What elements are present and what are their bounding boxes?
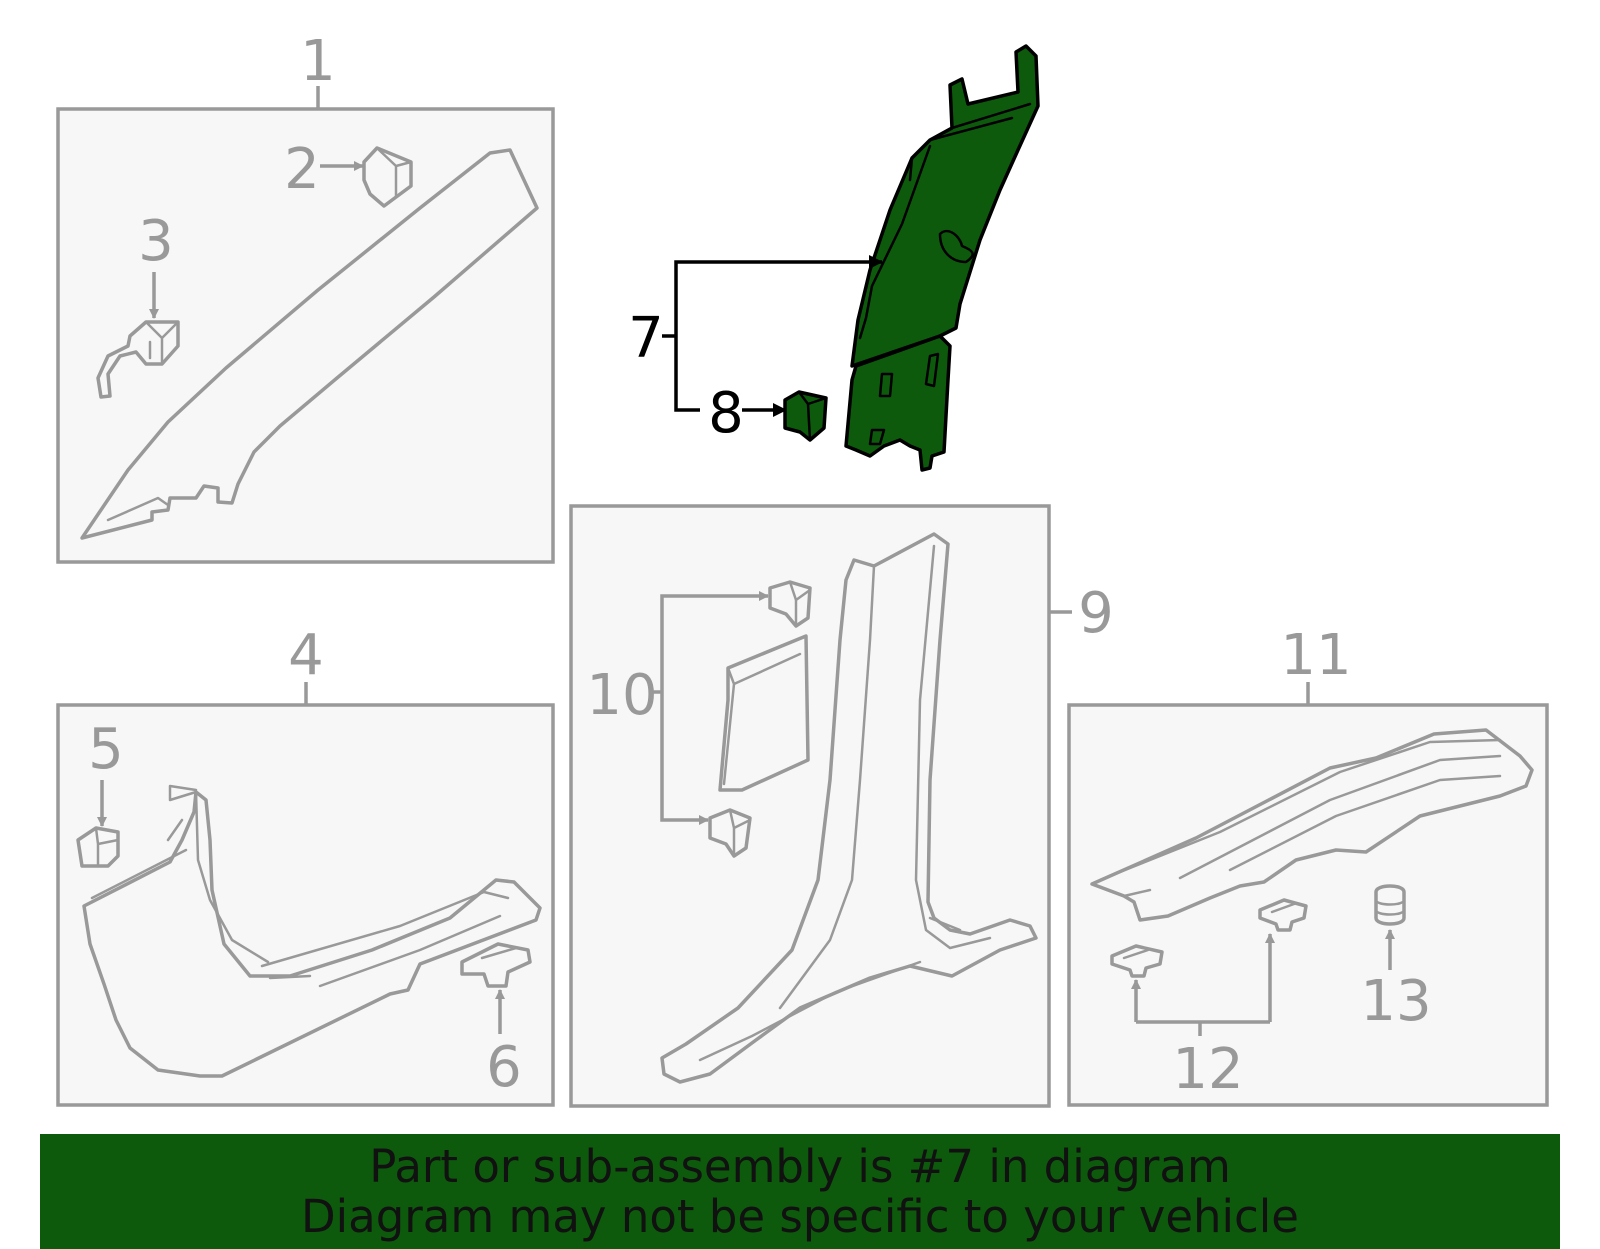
- callout-8: 8: [708, 381, 744, 446]
- group-1-a-pillar-trim: 1 2 3: [56, 29, 555, 564]
- handle-3-edge: [144, 320, 180, 366]
- leader-10-lower: [660, 692, 709, 825]
- a-pillar-edge: [106, 496, 170, 522]
- trim-panel-10: [718, 634, 810, 792]
- sill-plate-edge: [1098, 738, 1502, 898]
- leader-12-bar: [1136, 1020, 1270, 1036]
- callout-6: 6: [486, 1035, 522, 1100]
- group-7-b-pillar-trim: 7 8: [628, 44, 1040, 472]
- clip-12b: [1258, 898, 1308, 932]
- handle-3: [96, 320, 180, 399]
- a-pillar-trim: [80, 148, 539, 540]
- plug-13-edge: [1374, 898, 1406, 916]
- clip-10b: [708, 808, 752, 858]
- callout-1: 1: [300, 29, 336, 94]
- callout-3: 3: [138, 209, 174, 274]
- disclaimer-banner: Part or sub-assembly is #7 in diagram Di…: [40, 1134, 1560, 1249]
- clip-2-edge: [375, 146, 413, 198]
- clip-10a: [768, 580, 812, 628]
- group-4-front-sill-trim: 4 5 6: [56, 623, 555, 1107]
- b-pillar-edge: [858, 102, 1032, 340]
- callout-13: 13: [1360, 969, 1431, 1034]
- clip-12b-edge: [1270, 902, 1296, 914]
- group-11-rear-sill-plate: 11 12 13: [1067, 623, 1549, 1107]
- b-pillar-upper-trim: [850, 44, 1040, 368]
- callout-12: 12: [1172, 1037, 1243, 1102]
- callout-5: 5: [88, 717, 124, 782]
- clip-10a-edge: [788, 580, 812, 628]
- callout-2: 2: [284, 137, 320, 202]
- callout-7: 7: [628, 306, 664, 371]
- clip-12a-edge: [1122, 948, 1150, 960]
- clip-8: [783, 390, 828, 442]
- kick-panel-edge: [90, 784, 510, 988]
- clip-5-edge: [94, 826, 120, 868]
- center-pillar-edge: [698, 544, 992, 1062]
- callout-10: 10: [586, 663, 657, 728]
- clip-6: [460, 942, 532, 988]
- leader-7-upper: [674, 255, 883, 336]
- group-9-center-pillar-trim: 9 10: [569, 504, 1114, 1108]
- leader-10-upper: [660, 591, 769, 692]
- b-pillar-lower-edge: [868, 352, 940, 446]
- banner-line-2: Diagram may not be specific to your vehi…: [301, 1189, 1299, 1243]
- leader-7-lower: [674, 336, 700, 412]
- clip-8-edge: [797, 390, 828, 442]
- trim-panel-10-edge: [722, 652, 802, 786]
- clip-2: [362, 146, 413, 208]
- callout-4: 4: [288, 623, 324, 688]
- callout-9: 9: [1078, 581, 1114, 646]
- clip-12a: [1110, 944, 1164, 978]
- callout-11: 11: [1280, 623, 1351, 688]
- clip-10b-edge: [728, 808, 752, 858]
- clip-6-edge: [480, 946, 518, 960]
- belt-guide: [938, 229, 974, 264]
- banner-line-1: Part or sub-assembly is #7 in diagram: [369, 1139, 1231, 1193]
- sill-plate-11: [1090, 728, 1534, 922]
